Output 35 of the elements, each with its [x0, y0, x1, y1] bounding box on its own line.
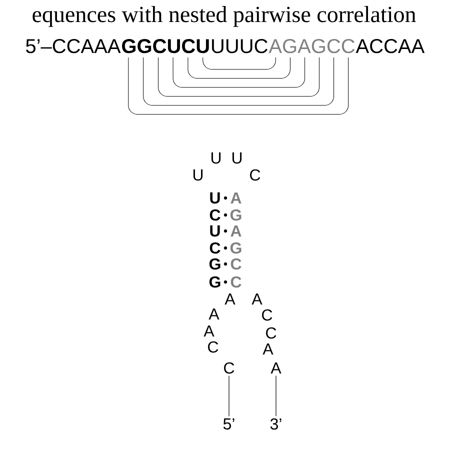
base-letter: A — [252, 294, 262, 304]
base-letter: C — [210, 242, 220, 254]
base-letter: C — [224, 362, 234, 374]
base-letter: C — [230, 258, 242, 270]
base-letter: C — [266, 327, 276, 339]
base-letter: G — [230, 242, 242, 254]
base-letter: C — [230, 276, 242, 288]
base-letter: G — [209, 258, 220, 270]
base-letter: U — [193, 169, 203, 181]
sequence-text: ACCAA — [356, 39, 425, 54]
base-letter: U — [211, 152, 221, 164]
base-letter: A — [262, 344, 274, 354]
sequence-text: GGCUCU — [122, 39, 209, 54]
base-letter: C — [250, 169, 260, 181]
base-letter: G — [209, 276, 220, 288]
base-letter: U — [232, 152, 242, 164]
title: equences with nested pairwise correlation — [32, 6, 416, 27]
base-letter: C — [210, 209, 220, 221]
base-letter: C — [262, 309, 272, 321]
base-letter: A — [230, 226, 242, 236]
base-letter: G — [230, 209, 242, 221]
base-letter: U — [210, 225, 220, 237]
base-letter: C — [208, 341, 218, 353]
base-letter: A — [224, 294, 236, 304]
base-letter: A — [270, 362, 282, 374]
sequence-text: AGAGCC — [268, 39, 355, 54]
sequence-text: UUUC — [212, 39, 268, 54]
base-letter: 5’ — [223, 418, 234, 430]
base-letter: A — [204, 326, 214, 336]
sequence-text: 5’–CCAAA — [26, 39, 121, 54]
backbone-line — [228, 376, 230, 417]
base-letter: A — [230, 192, 242, 204]
base-letter: A — [208, 308, 220, 320]
base-letter: U — [210, 192, 220, 204]
base-letter: 3’ — [270, 418, 282, 430]
